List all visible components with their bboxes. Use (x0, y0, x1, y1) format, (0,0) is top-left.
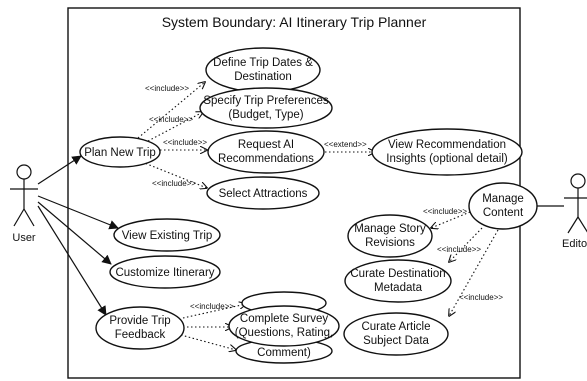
usecase-define-trip-line2: Destination (234, 71, 292, 83)
usecase-provide-feedback[interactable]: Provide Trip Feedback (95, 306, 185, 350)
usecase-specify-prefs-line2: (Budget, Type) (228, 109, 303, 121)
usecase-select-attractions[interactable]: Select Attractions (206, 176, 320, 210)
label-include-request: <<include>> (163, 138, 207, 147)
usecase-manage-content-line1: Manage (482, 193, 524, 205)
include-survey-top (182, 304, 246, 319)
usecase-view-existing-label: View Existing Trip (122, 230, 213, 242)
usecase-provide-feedback-line1: Provide Trip (109, 315, 170, 327)
label-include-article: <<include>> (459, 293, 503, 302)
usecase-curate-article-line2: Subject Data (363, 335, 429, 347)
usecase-complete-survey[interactable]: Complete Survey (Questions, Rating, Comm… (228, 291, 340, 364)
assoc-user-feedback (37, 205, 107, 316)
usecase-view-existing[interactable]: View Existing Trip (113, 218, 221, 252)
assoc-user-view (37, 195, 119, 230)
include-revisions (431, 211, 471, 228)
usecase-curate-article[interactable]: Curate Article Subject Data (343, 312, 449, 356)
actor-user: User (10, 164, 38, 244)
include-survey-bottom (180, 334, 236, 350)
actor-editor: Editor (562, 173, 587, 250)
usecase-curate-metadata-line1: Curate Destination (350, 268, 445, 280)
actor-editor-label: Editor (562, 238, 587, 250)
usecase-complete-survey-line2: (Questions, Rating, (235, 327, 333, 339)
usecase-define-trip-line1: Define Trip Dates & (213, 57, 313, 69)
usecase-select-attractions-label: Select Attractions (219, 188, 308, 200)
usecase-curate-metadata-line2: Metadata (374, 282, 423, 294)
usecase-manage-revisions-line2: Revisions (365, 237, 415, 249)
assoc-user-plan (37, 155, 82, 185)
usecase-complete-survey-line3: Comment) (257, 347, 311, 359)
boundary-title: System Boundary: AI Itinerary Trip Plann… (162, 14, 427, 30)
label-include-select: <<include>> (152, 179, 196, 188)
usecase-view-insights-line1: View Recommendation (388, 139, 506, 151)
usecase-customize-itinerary[interactable]: Customize Itinerary (109, 255, 221, 289)
usecase-specify-prefs[interactable]: Specify Trip Preferences (Budget, Type) (199, 87, 333, 129)
label-include-revisions: <<include>> (423, 207, 467, 216)
label-include-prefs: <<include>> (149, 115, 193, 124)
usecase-view-insights[interactable]: View Recommendation Insights (optional d… (371, 128, 523, 176)
include-article (449, 229, 499, 316)
usecase-complete-survey-line1: Complete Survey (240, 313, 328, 325)
actor-user-label: User (12, 232, 36, 244)
usecase-manage-content[interactable]: Manage Content (468, 182, 538, 230)
usecase-manage-revisions-line1: Manage Story (354, 223, 426, 235)
usecase-curate-article-line1: Curate Article (361, 321, 430, 333)
usecase-customize-itinerary-label: Customize Itinerary (115, 267, 214, 279)
label-extend: <<extend>> (324, 140, 367, 149)
assoc-user-customize (37, 201, 112, 265)
label-include-metadata: <<include>> (437, 245, 481, 254)
usecase-curate-metadata[interactable]: Curate Destination Metadata (344, 259, 452, 303)
usecase-provide-feedback-line2: Feedback (115, 329, 166, 341)
usecase-define-trip[interactable]: Define Trip Dates & Destination (205, 47, 321, 93)
include-define (137, 82, 205, 139)
label-include-survey: <<include>> (190, 302, 234, 311)
label-include-define: <<include>> (145, 84, 189, 93)
usecase-manage-revisions[interactable]: Manage Story Revisions (347, 214, 433, 258)
usecase-plan-new-trip[interactable]: Plan New Trip (79, 136, 161, 168)
usecase-specify-prefs-line1: Specify Trip Preferences (203, 95, 329, 107)
usecase-manage-content-line2: Content (483, 207, 524, 219)
usecase-request-ai[interactable]: Request AI Recommendations (207, 130, 325, 174)
usecase-plan-new-trip-label: Plan New Trip (84, 147, 156, 159)
usecase-request-ai-line2: Recommendations (218, 153, 314, 165)
usecase-request-ai-line1: Request AI (238, 139, 294, 151)
usecase-view-insights-line2: Insights (optional detail) (386, 153, 508, 165)
